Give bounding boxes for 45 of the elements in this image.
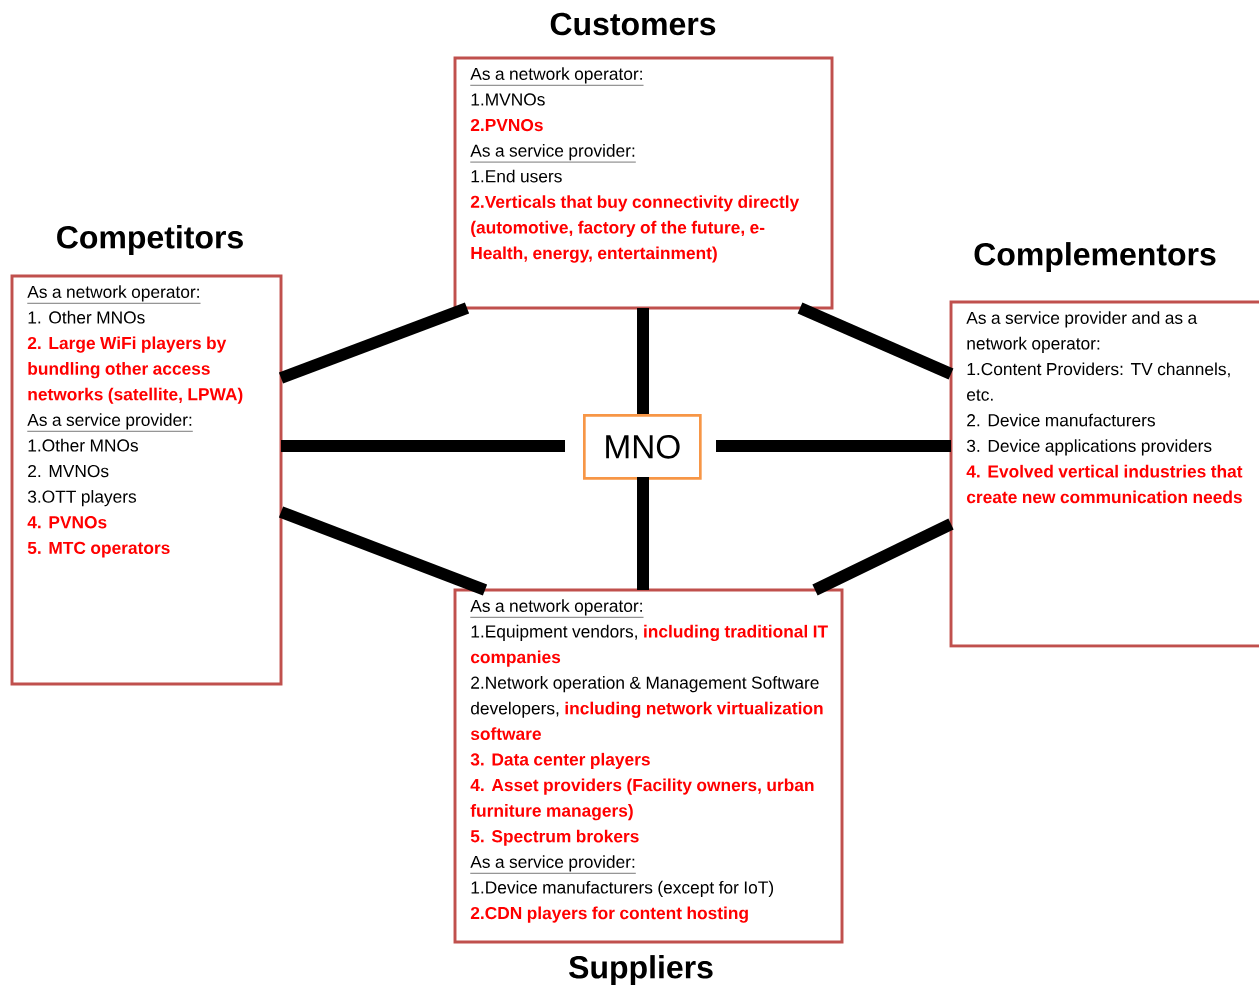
list-item: 2. Large WiFi players by bundling other access networks (satellite, LPWA) <box>27 336 243 404</box>
connector-line <box>637 308 649 414</box>
node-label: including traditional IT <box>644 624 828 642</box>
section-heading: As a network operator: <box>27 285 201 304</box>
list-item: 1.Other MNOs <box>28 438 138 452</box>
heading: Customers <box>550 12 716 36</box>
list-item: 3. Data center players <box>470 752 650 770</box>
list-item: 2.Verticals that buy connectivity directly (automotive, factory of the future, e-Health, energy, entertainment) <box>470 195 800 263</box>
connector-line <box>278 302 470 384</box>
list-item: 2. Device manufacturers <box>967 413 1155 427</box>
list-item: 1.End users <box>471 169 562 183</box>
list-item: 2.PVNOs <box>470 118 543 132</box>
heading: Complementors <box>974 242 1216 272</box>
section-heading: As a service provider: <box>470 855 637 874</box>
center-box: MNO <box>583 414 702 480</box>
list-item: 4. Evolved vertical industries that create new communication needs <box>966 464 1243 504</box>
list-item: 3. Device applications providers <box>966 439 1212 456</box>
connector-line <box>281 440 565 452</box>
connector-line <box>637 477 649 590</box>
section-heading: As a network operator: <box>470 67 644 86</box>
list-item: 1.Equipment vendors, including traditional IT companies <box>470 624 828 667</box>
list-item: 2.CDN players for content hosting <box>470 906 748 923</box>
list-item: 2.Network operation & Management Software developers, including network virtualization software <box>470 676 823 740</box>
node-label: companies <box>470 650 561 667</box>
list-item: 5. MTC operators <box>27 541 170 558</box>
section-heading: As a service provider and as a network operator: <box>966 311 1198 354</box>
connector-line <box>716 440 951 452</box>
list-item: 1. Other MNOs <box>28 310 145 324</box>
list-item: 3.OTT players <box>27 490 137 507</box>
list-item: 2. MVNOs <box>28 464 109 478</box>
section-heading: As a service provider: <box>470 144 637 163</box>
list-item: 5. Spectrum brokers <box>470 829 639 846</box>
list-item: 1.Device manufacturers (except for IoT) <box>471 880 774 898</box>
list-item: 1.Content Providers: TV channels, etc. <box>967 362 1230 401</box>
node-label: 1.Equipment vendors, <box>471 624 637 642</box>
connector-line <box>812 518 954 596</box>
section-heading: As a network operator: <box>470 599 644 618</box>
connector-line <box>797 302 954 380</box>
list-item: 4. PVNOs <box>27 516 107 529</box>
heading: Suppliers <box>569 955 713 985</box>
connector-line <box>278 506 488 596</box>
section-heading: As a service provider: <box>27 413 194 432</box>
list-item: 4. Asset providers (Facility owners, urban furniture managers) <box>470 778 814 821</box>
heading: Competitors <box>57 225 243 255</box>
list-item: 1.MVNOs <box>471 93 545 106</box>
